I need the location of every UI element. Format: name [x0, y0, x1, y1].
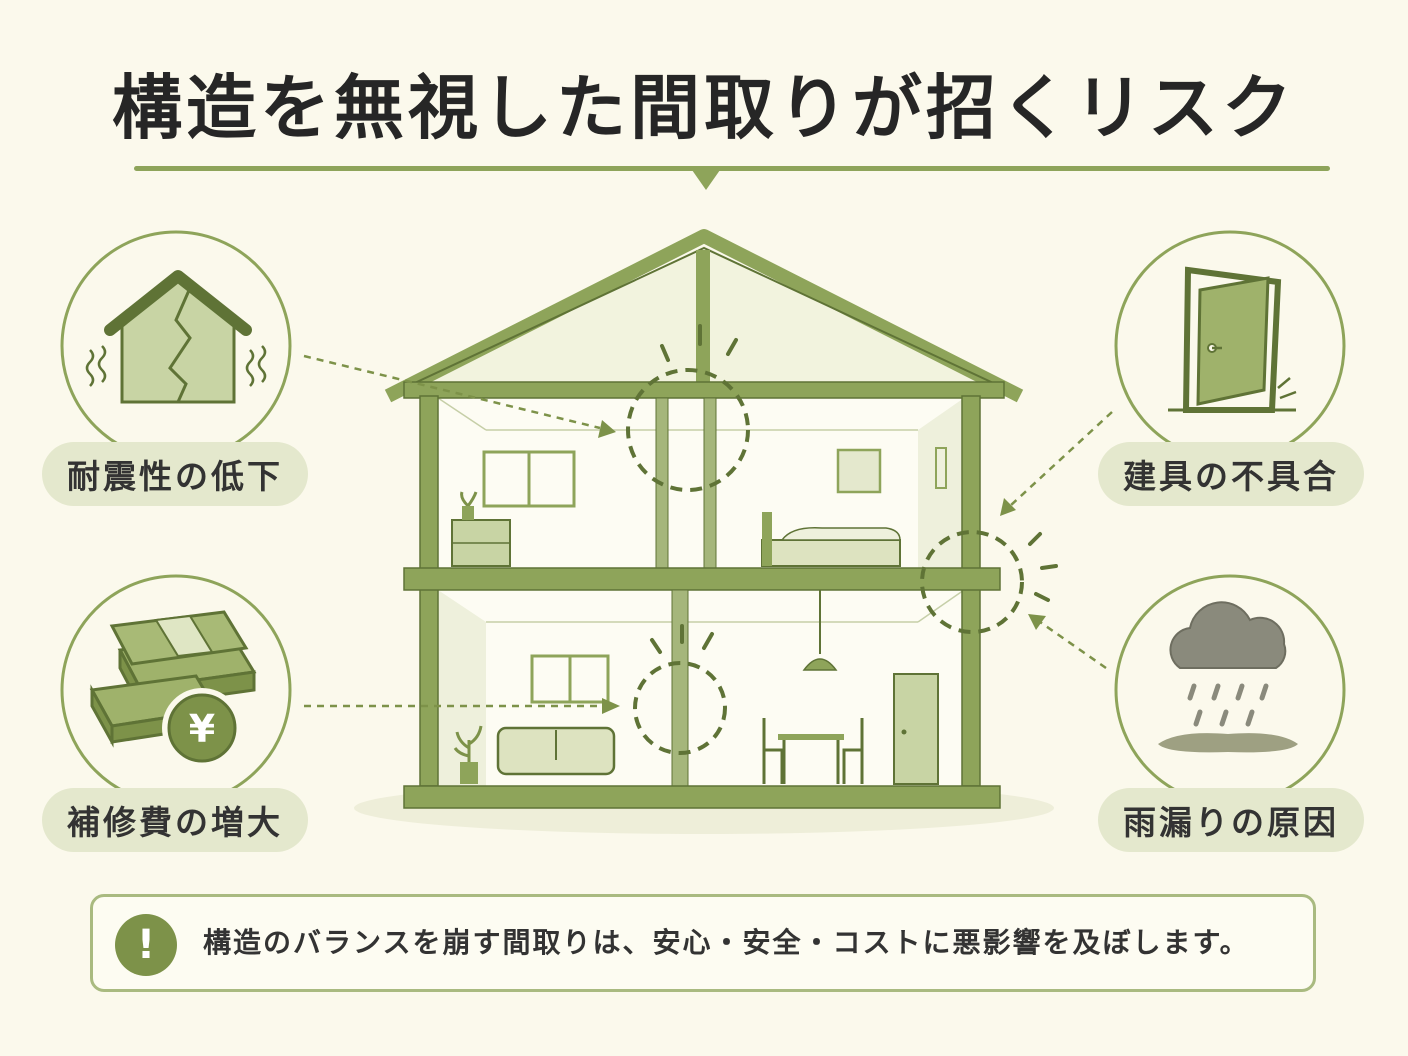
- cracked-house-icon: [85, 270, 267, 404]
- money-stack-icon: ¥: [89, 610, 257, 768]
- risk-label-repair: 補修費の増大: [42, 788, 308, 852]
- arrow-head-repair: [602, 698, 620, 714]
- arrow-head-leak: [1028, 614, 1046, 630]
- connector-arrows: [303, 354, 1113, 708]
- title-pointer: [692, 170, 720, 190]
- risk-label-fittings: 建具の不具合: [1098, 442, 1364, 506]
- title-underline: [134, 166, 1330, 171]
- page-title: 構造を無視した間取りが招くリスク: [112, 67, 1296, 149]
- risk-label-seismic: 耐震性の低下: [42, 442, 308, 506]
- notice-text: 構造のバランスを崩す間取りは、安心・安全・コストに悪影響を及ぼします。: [203, 926, 1250, 959]
- arrow-head-seismic: [598, 420, 616, 438]
- exclamation-icon: !: [115, 914, 177, 976]
- tilted-door-icon: [1168, 266, 1297, 413]
- yen-symbol: ¥: [189, 707, 215, 751]
- risk-label-leak: 雨漏りの原因: [1098, 788, 1364, 852]
- notice-box: ! 構造のバランスを崩す間取りは、安心・安全・コストに悪影響を及ぼします。: [90, 894, 1316, 992]
- house-cross-section: [354, 229, 1058, 834]
- rain-cloud-icon: [1158, 601, 1298, 753]
- arrow-head-fittings: [1000, 498, 1016, 516]
